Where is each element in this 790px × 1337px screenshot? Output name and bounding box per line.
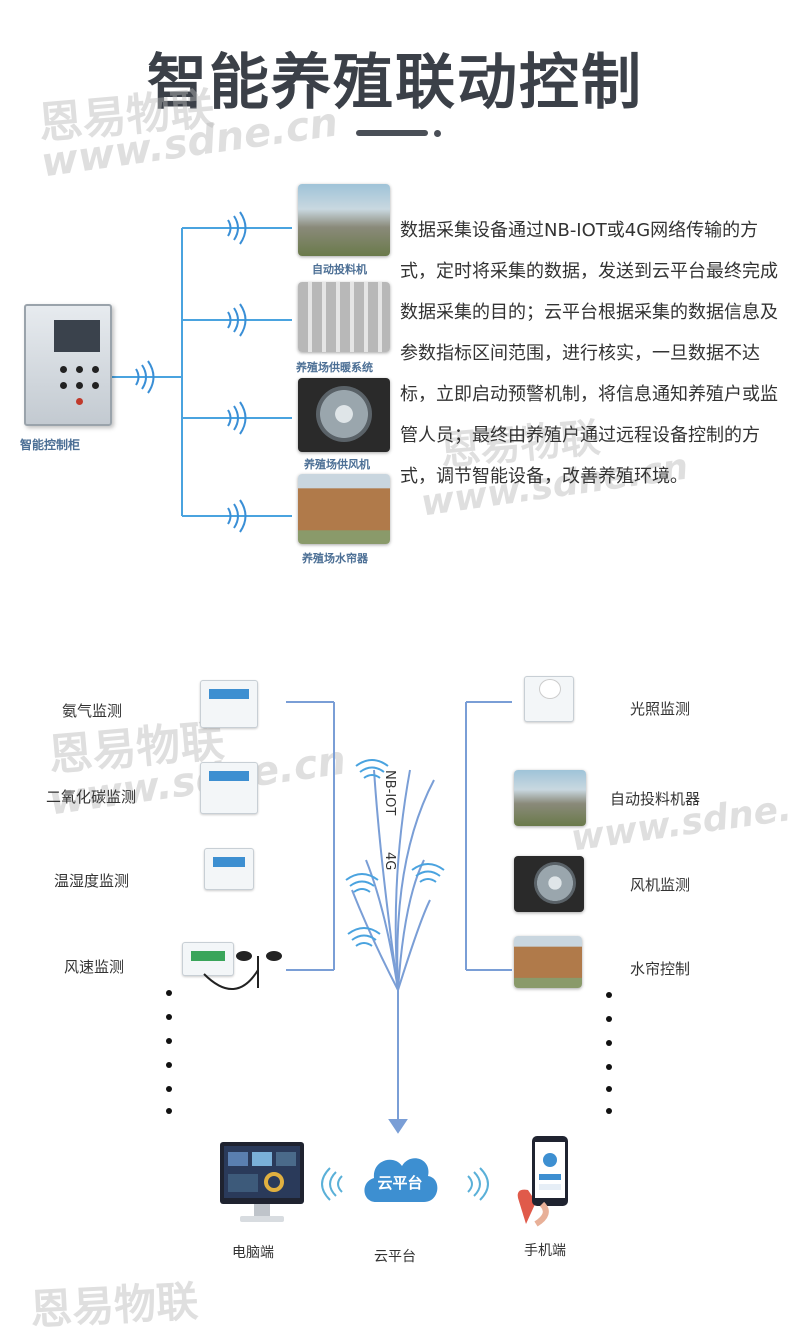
- wifi-signal-icon: [135, 211, 247, 533]
- endpoint-label-phone: 手机端: [524, 1243, 566, 1259]
- heating-system-photo: [298, 282, 390, 352]
- device-label: 养殖场水帘器: [302, 552, 368, 565]
- computer-monitor-icon: [220, 1142, 304, 1222]
- ellipsis-dot: [606, 1086, 612, 1092]
- output-label-fan: 风机监测: [630, 876, 691, 894]
- network-label-secondary: 4G: [382, 852, 397, 870]
- water-curtain-photo: [298, 474, 390, 544]
- co2-sensor-photo: [200, 762, 258, 814]
- network-diagram-lines: NB-IOT 4G: [286, 701, 512, 1134]
- ellipsis-dot: [606, 1108, 612, 1114]
- output-label-feeder: 自动投料机器: [610, 790, 701, 808]
- description-text: 数据采集设备通过NB-IOT或4G网络传输的方式，定时将采集的数据，发送到云平台…: [400, 220, 778, 487]
- ellipsis-dot: [166, 990, 172, 996]
- title-underline: [356, 130, 428, 136]
- fan-photo: [514, 856, 584, 912]
- ammonia-sensor-photo: [200, 680, 258, 728]
- device-label: 养殖场供暖系统: [296, 361, 373, 374]
- ellipsis-dot: [166, 1014, 172, 1020]
- endpoint-label-computer: 电脑端: [232, 1245, 274, 1261]
- sensor-label-wind-speed: 风速监测: [64, 958, 125, 976]
- wifi-signal-icon: [321, 1167, 343, 1201]
- title-underline-dot: [434, 130, 441, 137]
- ellipsis-dot: [606, 1016, 612, 1022]
- ellipsis-dot: [606, 1040, 612, 1046]
- wifi-signal-icon: [467, 1167, 489, 1201]
- device-label: 养殖场供风机: [304, 458, 370, 471]
- ellipsis-dot: [166, 1086, 172, 1092]
- network-label-primary: NB-IOT: [382, 770, 397, 815]
- sensor-label-co2: 二氧化碳监测: [46, 788, 137, 806]
- cloud-badge: 云平台: [377, 1174, 422, 1192]
- ellipsis-dot: [166, 1038, 172, 1044]
- mobile-phone-icon: [517, 1136, 568, 1227]
- top-connector-lines: [108, 211, 292, 533]
- feeder-machine-photo: [514, 770, 586, 826]
- ellipsis-dot: [606, 992, 612, 998]
- water-curtain-photo: [514, 936, 582, 988]
- page-title: 智能养殖联动控制: [147, 48, 643, 118]
- cloud-platform-icon: 云平台: [364, 1158, 438, 1202]
- device-label: 自动投料机: [312, 263, 367, 276]
- light-sensor-photo: [524, 676, 574, 722]
- output-label-water-curtain: 水帘控制: [630, 960, 691, 978]
- sensor-label-temp-humidity: 温湿度监测: [54, 872, 130, 890]
- anemometer-icon: [203, 951, 282, 991]
- endpoint-label-cloud: 云平台: [374, 1249, 416, 1265]
- cabinet-label: 智能控制柜: [20, 438, 81, 452]
- exhaust-fan-photo: [298, 378, 390, 452]
- ellipsis-dot: [166, 1108, 172, 1114]
- watermark-brand: 恩易物联: [28, 1276, 200, 1335]
- sensor-label-ammonia: 氨气监测: [62, 702, 123, 720]
- temp-humidity-sensor-photo: [204, 848, 254, 890]
- output-label-light: 光照监测: [630, 700, 691, 718]
- wind-sensor-box-photo: [182, 942, 234, 976]
- ellipsis-dot: [166, 1062, 172, 1068]
- wifi-signal-icon: [345, 759, 445, 947]
- feeder-machine-photo: [298, 184, 390, 256]
- control-cabinet-photo: [24, 304, 112, 426]
- ellipsis-dot: [606, 1064, 612, 1070]
